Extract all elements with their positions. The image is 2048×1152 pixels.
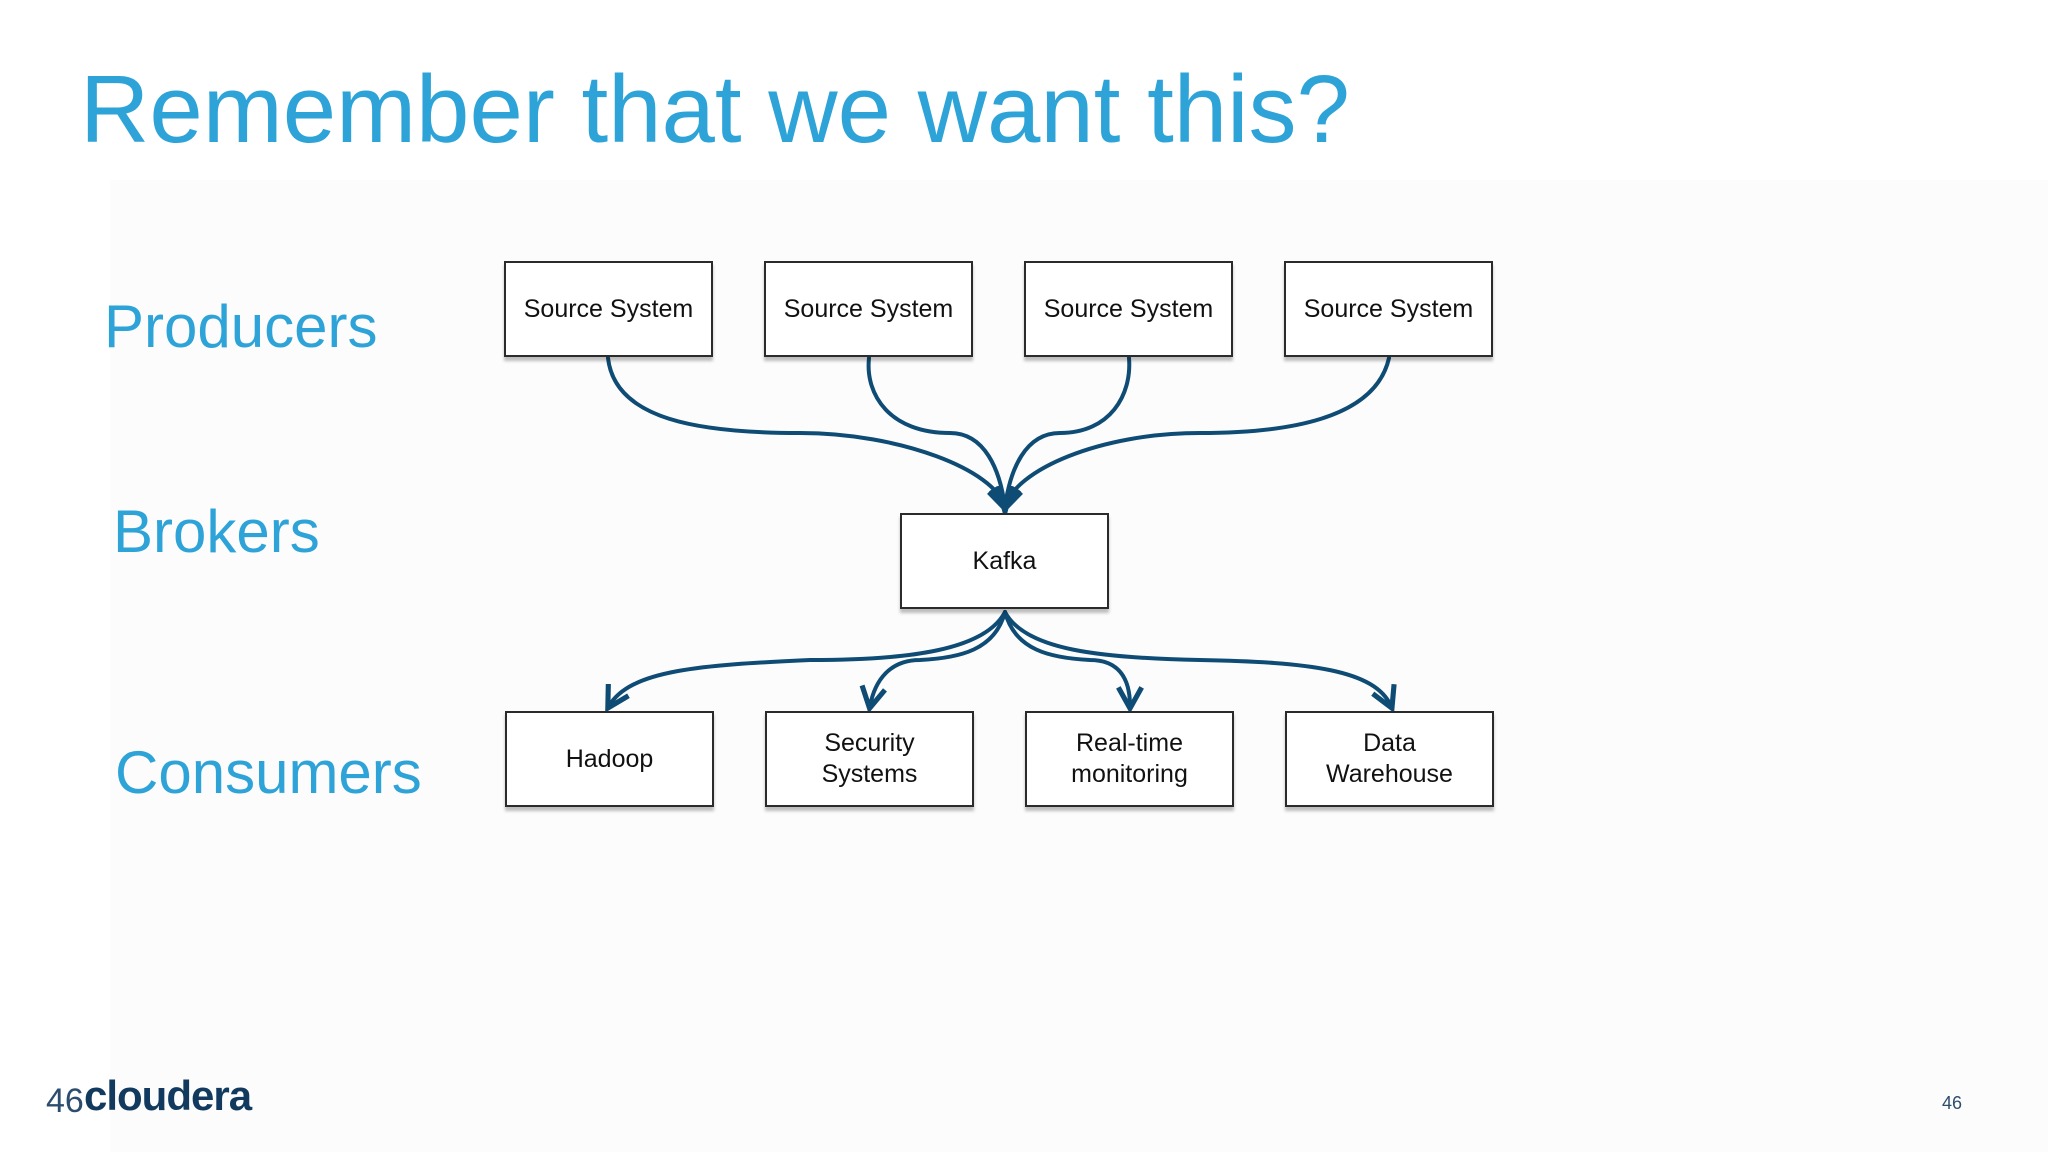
producer-box-label: Source System bbox=[1043, 294, 1214, 323]
consumers-label: Consumers bbox=[115, 739, 422, 806]
producer-1-to-kafka-arrow bbox=[606, 356, 1005, 507]
producer-box-label: Source System bbox=[523, 294, 694, 323]
producer-3-to-kafka-arrow bbox=[1005, 356, 1132, 507]
kafka-to-consumer-4-arrow bbox=[1003, 610, 1391, 706]
producer-box: Source System bbox=[764, 261, 973, 357]
producer-box: Source System bbox=[1284, 261, 1493, 357]
kafka-to-consumer-1-arrow bbox=[609, 610, 1007, 706]
producer-2-to-kafka-arrow bbox=[866, 356, 1005, 507]
producer-box: Source System bbox=[504, 261, 713, 357]
page-number: 46 bbox=[1942, 1093, 1963, 1113]
consumer-box-label: Security Systems bbox=[821, 729, 918, 788]
kafka-broker-label: Kafka bbox=[972, 546, 1037, 575]
producer-4-to-kafka-arrow bbox=[1005, 356, 1391, 507]
footer-slide-number: 46 bbox=[46, 1082, 84, 1120]
consumer-box-label: Data Warehouse bbox=[1326, 729, 1453, 788]
cloudera-logo: cloudera bbox=[84, 1072, 252, 1119]
consumer-box: Hadoop bbox=[505, 711, 714, 807]
producer-box-label: Source System bbox=[783, 294, 954, 323]
producer-box: Source System bbox=[1024, 261, 1233, 357]
consumer-box: Security Systems bbox=[765, 711, 974, 807]
consumer-box: Data Warehouse bbox=[1285, 711, 1494, 807]
consumer-box: Real-time monitoring bbox=[1025, 711, 1234, 807]
slide-title: Remember that we want this? bbox=[80, 56, 1350, 163]
kafka-broker-box: Kafka bbox=[900, 513, 1109, 609]
brokers-label: Brokers bbox=[113, 498, 320, 565]
producers-label: Producers bbox=[104, 293, 378, 360]
kafka-to-consumer-3-arrow bbox=[1003, 610, 1130, 706]
consumer-box-label: Hadoop bbox=[565, 744, 654, 773]
producer-box-label: Source System bbox=[1303, 294, 1474, 323]
consumer-box-label: Real-time monitoring bbox=[1071, 729, 1188, 788]
kafka-to-consumer-2-arrow bbox=[870, 610, 1007, 706]
